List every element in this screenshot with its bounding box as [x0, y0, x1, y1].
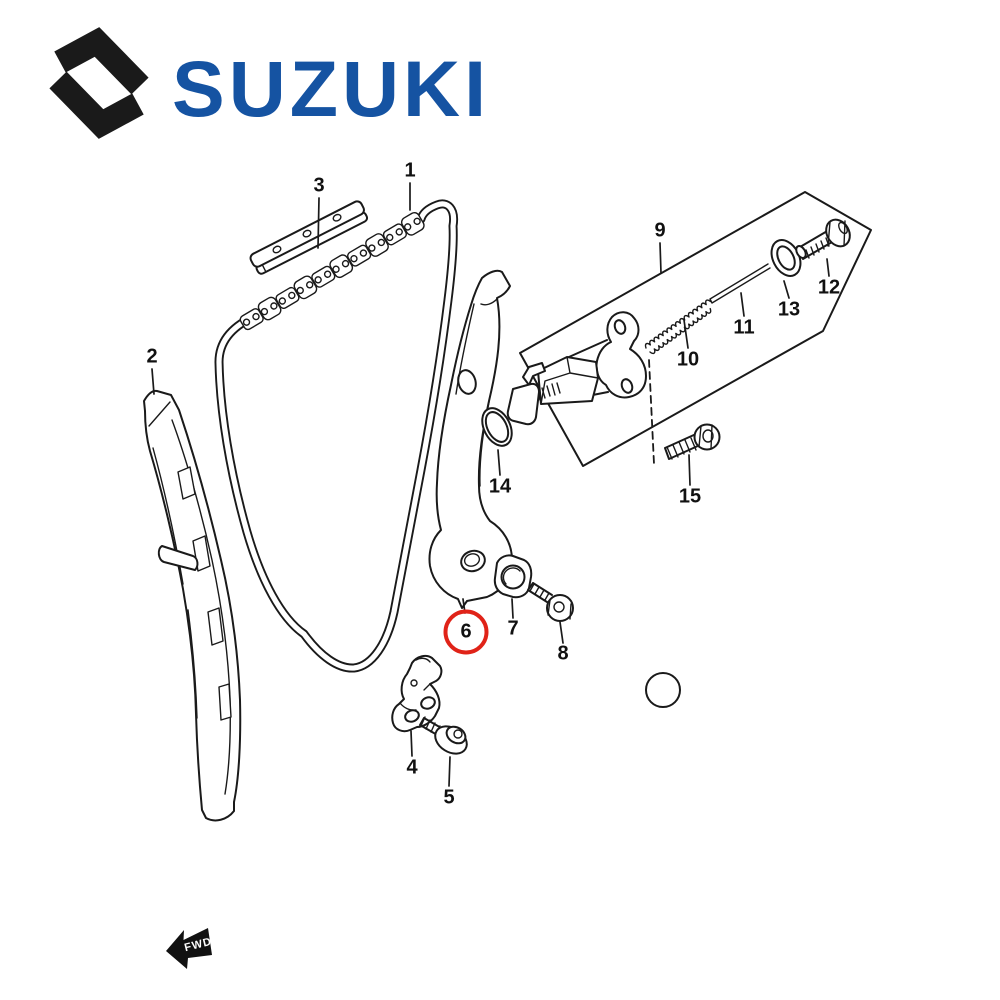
bolt-part15: [664, 423, 721, 460]
part-label-13[interactable]: 13: [777, 298, 801, 321]
suzuki-s-mark-icon: [49, 27, 149, 139]
part-label-2[interactable]: 2: [146, 345, 158, 368]
faint-watermark: [645, 672, 681, 708]
leader-lines: [151, 182, 830, 787]
part-label-4[interactable]: 4: [406, 756, 418, 779]
gasket-part14: [481, 407, 513, 447]
part-label-3[interactable]: 3: [313, 174, 325, 197]
chain-guide-part2: [143, 389, 242, 822]
bracket-part4: [391, 654, 443, 733]
spacer-part7: [493, 554, 533, 599]
part-label-6[interactable]: 6: [460, 620, 472, 643]
suzuki-wordmark: SUZUKI: [172, 44, 491, 133]
part-label-7[interactable]: 7: [507, 617, 519, 640]
bolt-part8: [527, 582, 574, 622]
part-label-1[interactable]: 1: [404, 159, 416, 182]
tensioner-assembly-part9: [506, 191, 872, 467]
highlight-circle[interactable]: [443, 609, 489, 655]
guide-strip-part3: [249, 200, 369, 275]
cam-chain: [214, 199, 459, 673]
bolt-part5: [419, 716, 468, 755]
tensioner-arm-part6: [428, 269, 513, 609]
fwd-arrow: FWD: [166, 928, 213, 969]
part-label-10[interactable]: 10: [676, 348, 700, 371]
part-label-9[interactable]: 9: [654, 219, 666, 242]
part-label-5[interactable]: 5: [443, 786, 455, 809]
part-label-15[interactable]: 15: [678, 485, 702, 508]
part-label-12[interactable]: 12: [817, 276, 841, 299]
part-label-14[interactable]: 14: [488, 475, 512, 498]
part-label-8[interactable]: 8: [557, 642, 569, 665]
part-label-11[interactable]: 11: [733, 316, 755, 339]
